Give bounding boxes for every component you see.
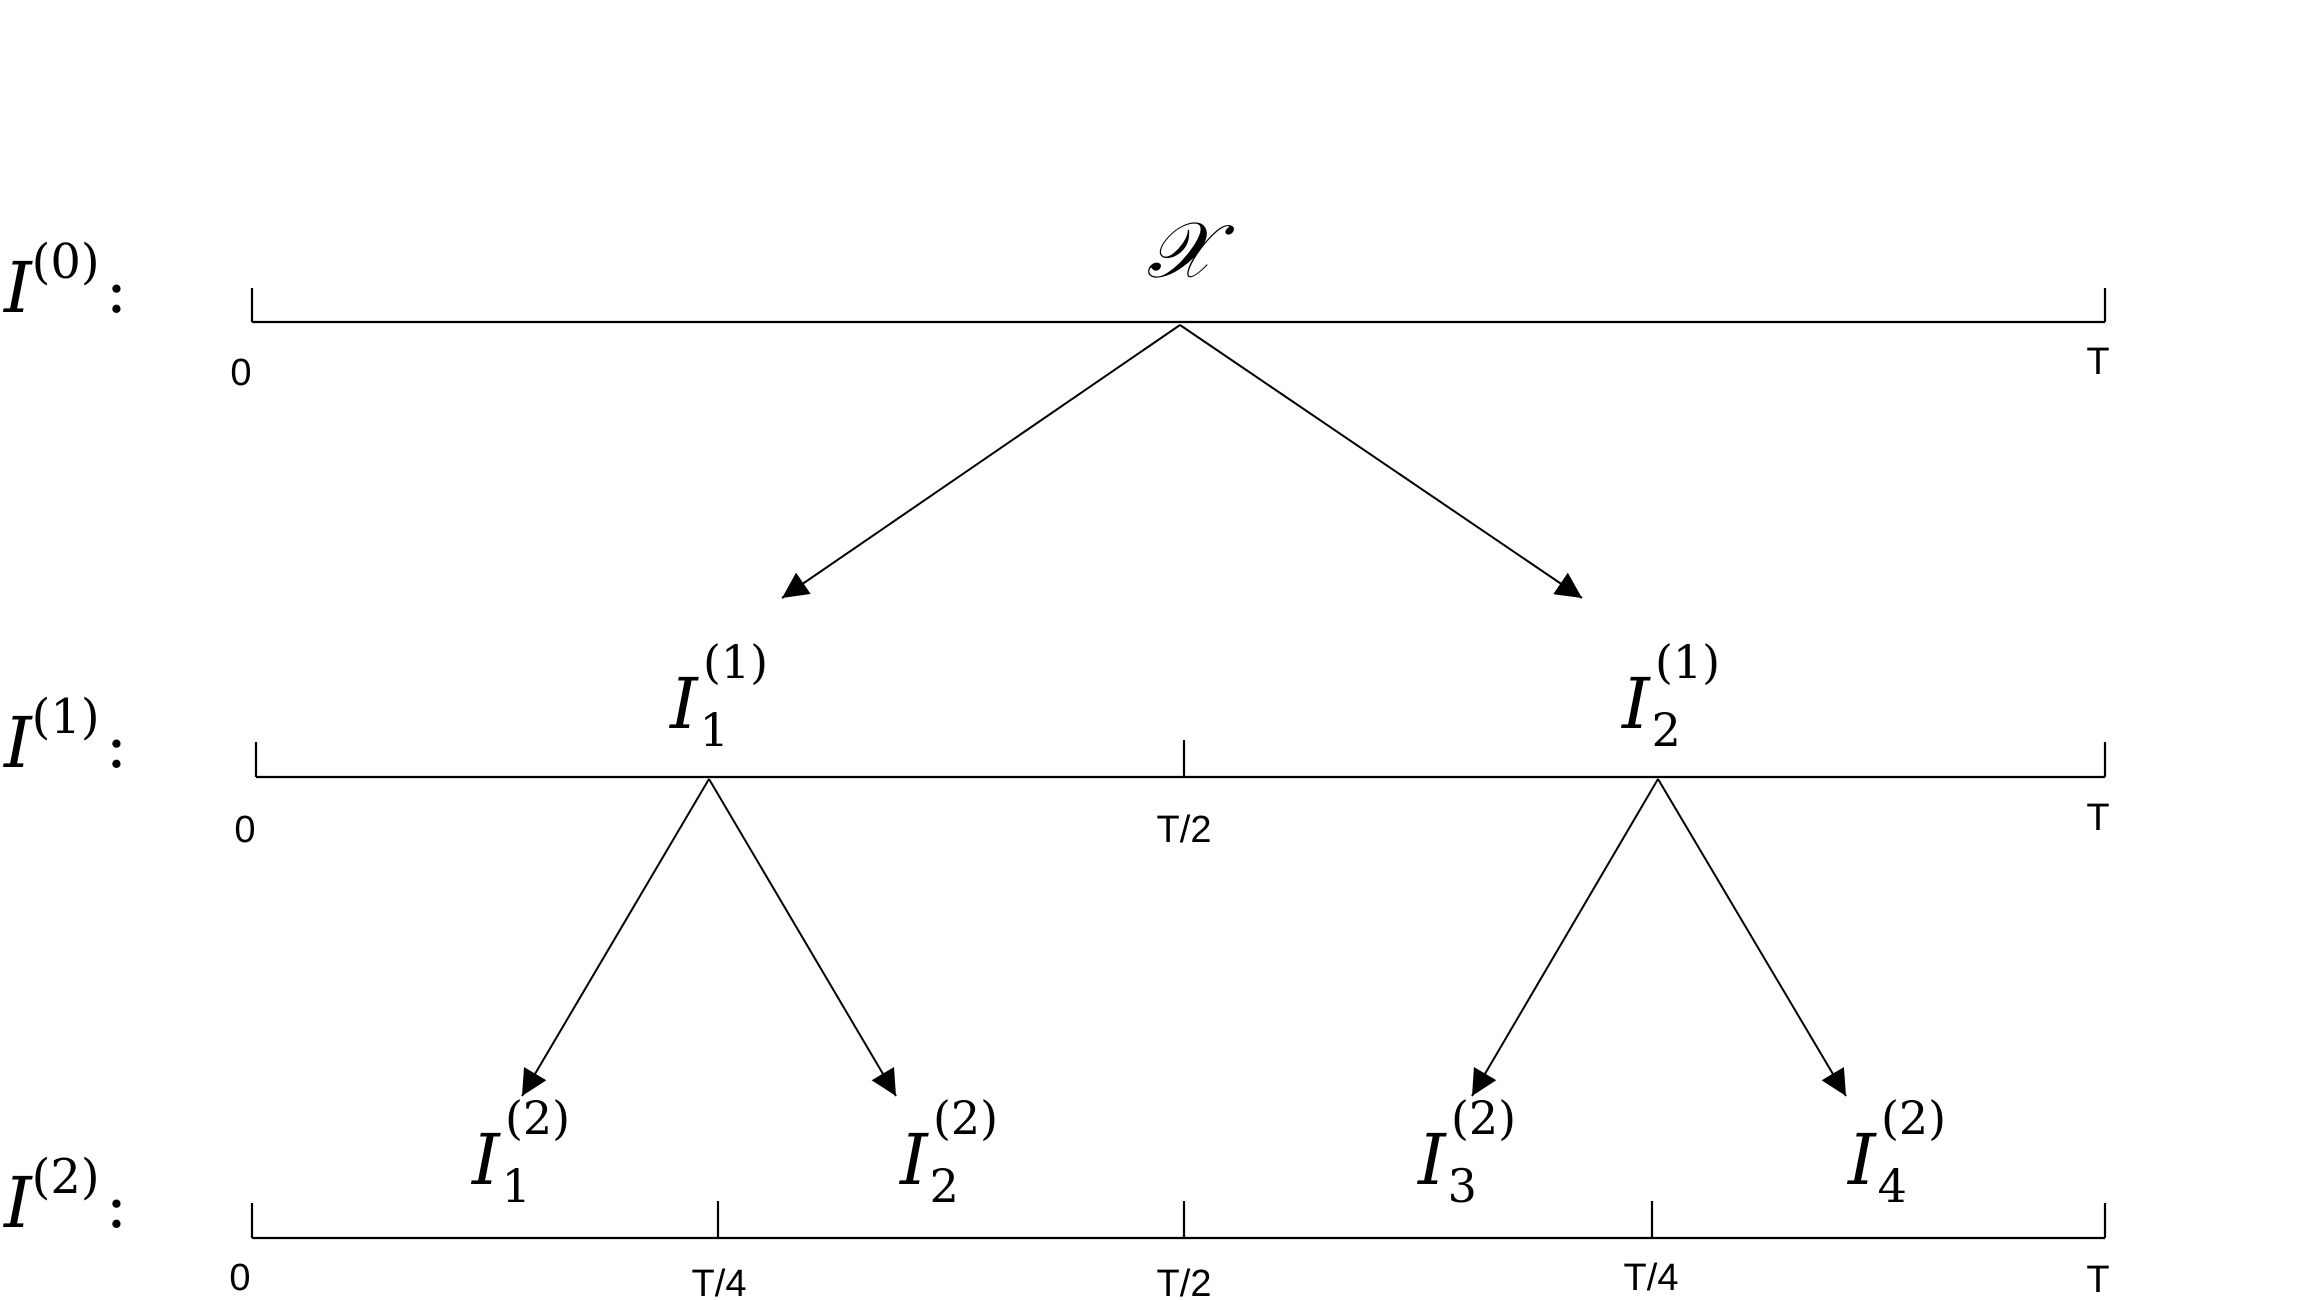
level-0: I(0): 0 T 𝒳 bbox=[2, 206, 2110, 394]
level-1-label: I(1): bbox=[2, 689, 127, 784]
node-i4-2: I4(2) bbox=[1846, 1091, 1946, 1213]
node-i2-1: I2(1) bbox=[1620, 635, 1720, 757]
level-2-tick-label-T-4-a: T/4 bbox=[692, 1263, 747, 1300]
level-2-axis bbox=[250, 1201, 2107, 1240]
node-i3-2: I3(2) bbox=[1416, 1091, 1516, 1213]
arrow-x-to-i2-1 bbox=[1179, 324, 1583, 599]
arrows-level-1-to-2 bbox=[521, 778, 1847, 1097]
node-x: 𝒳 bbox=[1146, 206, 1234, 296]
level-0-axis bbox=[250, 288, 2107, 324]
level-2-tick-label-0: 0 bbox=[229, 1257, 250, 1299]
level-0-tick-label-0: 0 bbox=[230, 352, 251, 394]
arrow-i1-1-to-i2-2 bbox=[708, 778, 897, 1097]
level-1: I(1): 0 T/2 T I1(1) I2(1) bbox=[2, 635, 2110, 851]
arrow-i2-1-to-i4-2 bbox=[1657, 778, 1847, 1097]
level-1-tick-label-0: 0 bbox=[234, 809, 255, 851]
arrow-i1-1-to-i1-2 bbox=[521, 778, 710, 1097]
level-2-tick-label-T: T bbox=[2086, 1259, 2109, 1300]
node-i2-2: I2(2) bbox=[898, 1091, 998, 1213]
level-0-label: I(0): bbox=[2, 234, 127, 329]
level-1-tick-label-T-2: T/2 bbox=[1157, 809, 1212, 851]
node-i1-1: I1(1) bbox=[668, 635, 768, 757]
level-2: I(2): 0 T/4 T/2 T/4 T I1(2) I2(2) I3(2) … bbox=[2, 1091, 2110, 1300]
arrows-level-0-to-1 bbox=[781, 324, 1583, 599]
level-1-axis bbox=[254, 740, 2107, 779]
node-i1-2: I1(2) bbox=[470, 1091, 570, 1213]
level-2-tick-label-T-4-b: T/4 bbox=[1624, 1257, 1679, 1299]
arrow-x-to-i1-1 bbox=[781, 324, 1181, 599]
level-1-tick-label-T: T bbox=[2086, 797, 2109, 839]
level-0-tick-label-T: T bbox=[2086, 341, 2109, 383]
level-2-label: I(2): bbox=[2, 1149, 127, 1244]
arrow-i2-1-to-i3-2 bbox=[1471, 778, 1659, 1097]
level-2-tick-label-T-2: T/2 bbox=[1157, 1263, 1212, 1300]
